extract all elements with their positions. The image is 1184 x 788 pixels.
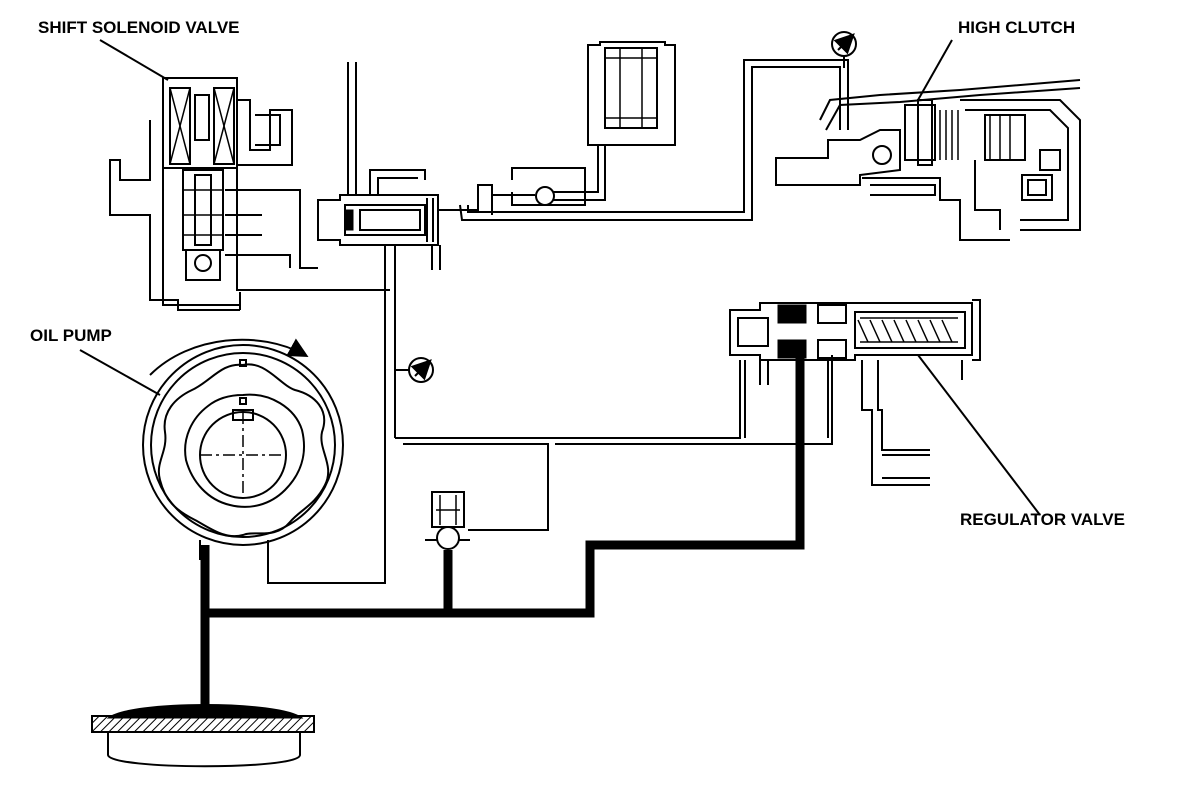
shift-valve	[267, 62, 441, 584]
pump-outlet-line	[205, 358, 805, 618]
high-clutch-assembly	[775, 79, 1081, 241]
shift-solenoid-leader-line	[99, 39, 169, 81]
oil-strainer	[91, 704, 315, 768]
oil-pump	[142, 338, 344, 560]
upper-accumulator	[552, 41, 676, 201]
oil-pump-label: OIL PUMP	[30, 326, 112, 345]
line-pressure-gauge	[395, 357, 434, 383]
regulator-valve-leader-line	[917, 354, 1041, 516]
oil-pump-leader-line	[79, 349, 161, 396]
regulator-valve-label: REGULATOR VALVE	[960, 510, 1125, 529]
high-clutch-label: HIGH CLUTCH	[958, 18, 1075, 37]
high-clutch-leader-line	[917, 39, 953, 101]
upper-check-ball	[492, 167, 586, 206]
shift-solenoid-valve	[109, 77, 390, 311]
shift-solenoid-valve-label: SHIFT SOLENOID VALVE	[38, 18, 240, 37]
relief-check-valve	[425, 491, 470, 550]
high-clutch-pressure-gauge	[831, 31, 857, 68]
regulator-valve	[729, 299, 981, 486]
